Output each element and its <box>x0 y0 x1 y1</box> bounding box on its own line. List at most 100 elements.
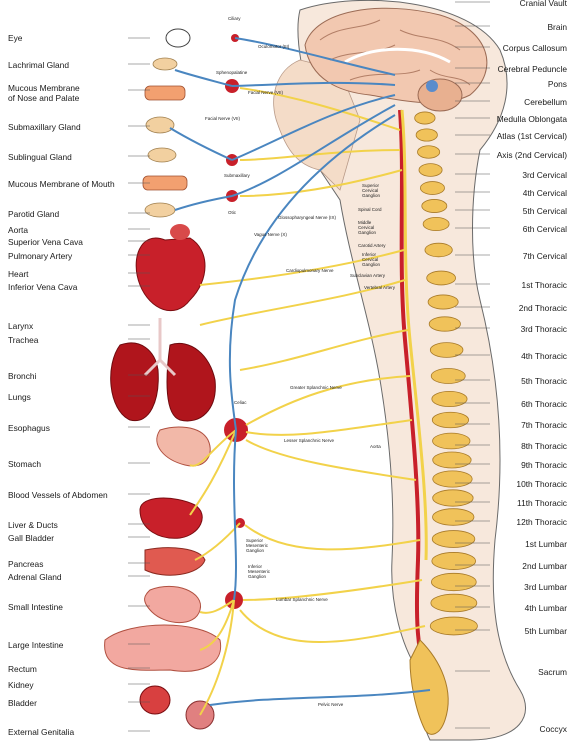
sympathetic-nerve <box>239 87 401 131</box>
label-5th-cervical: 5th Cervical <box>522 206 567 216</box>
label-bronchi: Bronchi <box>8 371 37 381</box>
inner-label-lumbar-splanchnic: Lumbar Splanchnic Nerve <box>276 597 328 602</box>
label-mucous-membrane-mouth: Mucous Membrane of Mouth <box>8 179 115 189</box>
label-12th-thoracic: 12th Thoracic <box>516 517 567 527</box>
inner-label-subclavian-artery: Subclavian Artery <box>350 273 386 278</box>
vertebra <box>430 593 478 613</box>
vertebra <box>417 145 441 159</box>
vertebra <box>415 128 438 142</box>
vertebra <box>430 572 477 592</box>
label-lachrimal-gland: Lachrimal Gland <box>8 60 69 70</box>
label-8th-thoracic: 8th Thoracic <box>521 441 567 451</box>
label-sublingual-gland: Sublingual Gland <box>8 152 72 162</box>
label-3rd-thoracic: 3rd Thoracic <box>520 324 567 334</box>
vertebra <box>428 316 461 332</box>
parotid-gland <box>144 202 176 218</box>
sympathetic-nerve <box>194 522 241 561</box>
label-sacrum: Sacrum <box>538 667 567 677</box>
label-kidney: Kidney <box>8 680 34 690</box>
parasympathetic-nerves <box>169 37 431 706</box>
sympathetic-nerve <box>189 429 237 516</box>
inner-label-ciliary: Ciliary <box>228 16 241 21</box>
label-4th-cervical: 4th Cervical <box>522 188 567 198</box>
sympathetic-nerve <box>239 329 409 371</box>
label-7th-thoracic: 7th Thoracic <box>521 420 567 430</box>
inner-label-facial-nerve-1: Facial Nerve (VII) <box>248 90 284 95</box>
sublingual-gland <box>147 147 177 163</box>
vertebra <box>431 390 468 408</box>
label-bladder: Bladder <box>8 698 37 708</box>
label-cerebellum: Cerebellum <box>524 97 567 107</box>
sympathetic-nerve <box>199 279 406 326</box>
label-pancreas: Pancreas <box>8 559 44 569</box>
vertebra <box>432 432 471 450</box>
sympathetic-nerve <box>245 375 411 426</box>
label-submaxillary-gland: Submaxillary Gland <box>8 122 81 132</box>
label-pons: Pons <box>547 79 567 89</box>
label-small-intestine: Small Intestine <box>8 602 63 612</box>
label-blood-vessels-abdomen: Blood Vessels of Abdomen <box>8 490 108 500</box>
vertebra <box>421 199 448 213</box>
brain-folds <box>319 19 471 86</box>
inner-label-middle-cervical: Middle Cervical Ganglion <box>358 220 377 235</box>
vertebra <box>429 616 478 636</box>
label-parotid-gland: Parotid Gland <box>8 209 60 219</box>
parasympathetic-nerve <box>231 81 396 87</box>
label-axis: Axis (2nd Cervical) <box>496 150 567 160</box>
inner-label-aorta: Aorta <box>370 444 381 449</box>
label-trachea: Trachea <box>8 335 39 345</box>
vertebra <box>414 111 436 125</box>
label-2nd-thoracic: 2nd Thoracic <box>518 303 567 313</box>
corpus-callosum <box>344 47 451 64</box>
submaxillary-gland <box>145 116 175 134</box>
inner-label-otic: Otic <box>228 210 237 215</box>
parasympathetic-nerve <box>231 94 396 161</box>
vertebra <box>427 294 459 310</box>
inner-label-inferior-cervical: Inferior Cervical Ganglion <box>362 252 381 267</box>
inner-label-superior-cervical: Superior Cervical Ganglion <box>362 183 381 198</box>
kidney <box>139 685 171 715</box>
label-atlas: Atlas (1st Cervical) <box>496 131 567 141</box>
vertebra <box>424 242 453 258</box>
label-cranial-vault: Cranial Vault <box>519 0 567 8</box>
label-stomach: Stomach <box>8 459 42 469</box>
parasympathetic-nerve <box>231 104 396 197</box>
parasympathetic-nerve <box>234 37 396 76</box>
spinal-column <box>398 109 432 691</box>
inner-label-inferior-mesenteric: Inferior Mesenteric Ganglion <box>248 564 271 579</box>
label-1st-lumbar: 1st Lumbar <box>525 539 567 549</box>
label-9th-thoracic: 9th Thoracic <box>521 460 567 470</box>
inner-label-sphenopalatine: Sphenopalatine <box>216 70 248 75</box>
sacrum <box>409 639 449 735</box>
nose-palate-membrane <box>144 85 186 101</box>
sympathetic-nerve <box>239 609 426 643</box>
vertebra <box>432 489 474 507</box>
label-7th-cervical: 7th Cervical <box>522 251 567 261</box>
label-rectum: Rectum <box>8 664 37 674</box>
parasympathetic-nerve <box>228 114 396 431</box>
sympathetic-nerve <box>199 249 405 286</box>
label-5th-thoracic: 5th Thoracic <box>521 376 567 386</box>
sympathetic-nerve <box>245 439 417 481</box>
sympathetic-nerve <box>199 599 235 614</box>
vertebra <box>432 451 472 469</box>
label-medulla-oblongata: Medulla Oblongata <box>496 114 567 124</box>
label-liver-ducts: Liver & Ducts <box>8 520 58 530</box>
label-aorta: Aorta <box>8 225 29 235</box>
label-5th-lumbar: 5th Lumbar <box>524 626 567 636</box>
vertebra <box>418 163 443 177</box>
parasympathetic-nerve <box>169 127 233 161</box>
sympathetic-nerves <box>189 87 426 716</box>
label-brain: Brain <box>547 22 567 32</box>
sympathetic-nerve <box>239 169 403 197</box>
inner-label-carotid-artery: Carotid Artery <box>358 243 386 248</box>
sympathetic-nerve <box>199 599 235 716</box>
lachrimal-gland <box>152 57 178 71</box>
inner-label-greater-splanchnic: Greater Splanchnic Nerve <box>290 385 342 390</box>
vertebra <box>429 342 464 358</box>
vertebra <box>419 181 445 195</box>
vertebra <box>422 216 450 232</box>
heart <box>135 224 206 312</box>
parasympathetic-nerve <box>233 429 237 601</box>
